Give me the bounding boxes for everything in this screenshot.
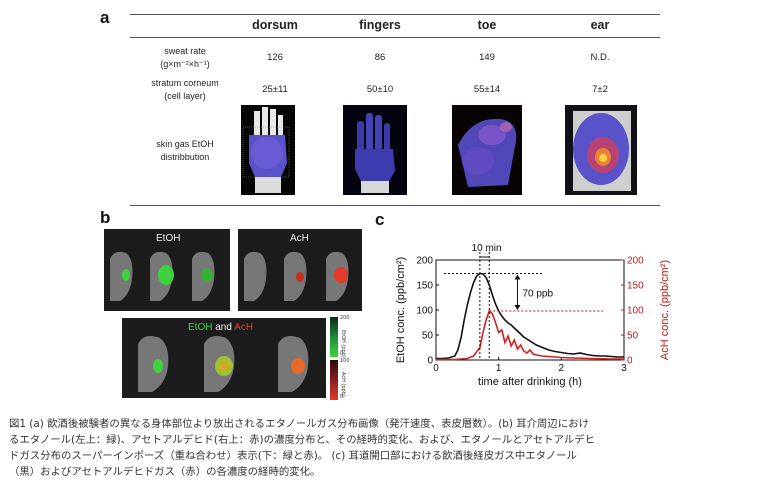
ach-colorbar-max: 100 [340, 358, 350, 364]
panel-b-letter: b [100, 208, 111, 227]
caption-line-1: 図1 (a) 飲酒後被験者の異なる身体部位より放出されるエタノールガス分布画像（… [9, 418, 589, 430]
cell-sweat-fingers: 86 [374, 52, 386, 63]
conc-gap-label: 70 ppb [522, 288, 553, 299]
dorsum-gas-image [241, 105, 295, 195]
y-left-tick-label: 200 [416, 256, 433, 267]
overlay-label-etoh: EtOH [188, 322, 213, 333]
x-axis-label: time after drinking (h) [478, 376, 582, 388]
etoh-panel-label: EtOH [156, 233, 181, 244]
figure-caption: 図1 (a) 飲酒後被験者の異なる身体部位より放出されるエタノールガス分布画像（… [9, 416, 757, 480]
panel-a-letter: a [100, 8, 110, 27]
y-left-axis-label: EtOH conc. (ppb/cm²) [395, 257, 407, 363]
ear-illustration [565, 105, 637, 195]
row-header-line: skin gas EtOH [156, 139, 214, 149]
etoh-ear-sequence [110, 251, 215, 301]
chart-annotations: 10 min 70 ppb [444, 243, 604, 360]
cell-sc-toe: 55±14 [473, 84, 501, 95]
caption-line-2: るエタノール(左上：緑)、アセトアルデヒド(右上：赤)の濃度分布と、その経時的変… [9, 434, 596, 446]
etoh-series-line [436, 272, 624, 360]
etoh-colorbar-max: 200 [340, 315, 350, 321]
x-tick-label: 1 [496, 363, 502, 374]
y-right-axis-label: AcH conc. (ppb/cm²) [659, 260, 671, 360]
y-left-tick-label: 0 [427, 356, 433, 367]
etoh-colorbar [330, 317, 338, 357]
column-header-toe: toe [477, 18, 497, 32]
cell-sweat-dorsum: 126 [267, 52, 283, 63]
y-left-tick-label: 150 [416, 281, 433, 292]
overlay-panel-label: EtOH and AcH [188, 322, 253, 333]
y-left-tick-label: 50 [422, 331, 434, 342]
y-right-tick-label: 200 [627, 256, 644, 267]
overlay-label-and: and [212, 322, 235, 333]
ear-etoh-panel: EtOH [104, 229, 230, 311]
etoh-colorbar-min: 0 [340, 351, 344, 357]
y-right-tick-label: 100 [627, 306, 644, 317]
plot-frame [435, 259, 625, 361]
conc-gap-arrowhead-top [514, 274, 521, 280]
column-header-ear: ear [590, 18, 610, 32]
row-header-line: distribbution [160, 152, 210, 162]
ach-colorbar-min: 0 [340, 394, 344, 400]
table-top-rule [130, 14, 660, 15]
panel-c-letter: c [375, 210, 385, 229]
chart-series [436, 272, 624, 361]
row-header-line: (cell layer) [164, 91, 206, 101]
ear-overlay-panel: EtOH and AcH [122, 318, 326, 398]
x-tick-label: 3 [621, 363, 627, 374]
overlay-ear-sequence [138, 336, 309, 392]
overlay-label-ach: AcH [234, 322, 254, 333]
x-tick-label: 2 [559, 363, 565, 374]
cell-sc-fingers: 50±10 [366, 84, 394, 95]
row-header-stratum-corneum: stratum corneum (cell layer) [125, 77, 245, 103]
ach-ear-sequence [244, 251, 349, 301]
table-header-rule [130, 37, 660, 38]
ear-gas-image [565, 105, 637, 195]
row-header-sweat-rate: sweat rate (g×m⁻²×h⁻¹) [125, 45, 245, 71]
caption-line-3: ドガス分布のスーパーインポーズ（重ね合わせ）表示(下：緑と赤)。 (c) 耳道開… [9, 450, 577, 462]
row-header-line: sweat rate [164, 46, 206, 56]
column-header-dorsum: dorsum [252, 18, 298, 32]
caption-line-4: （黒）およびアセトアルデヒドガス（赤）の各濃度の経時的変化。 [9, 466, 321, 478]
y-right-tick-label: 0 [627, 356, 633, 367]
table-bottom-rule [130, 205, 660, 206]
cell-sc-dorsum: 25±11 [262, 84, 288, 95]
cell-sc-ear: 7±2 [592, 84, 608, 95]
hand-dorsum-illustration [242, 107, 290, 193]
toe-gas-image [452, 105, 522, 195]
cell-sweat-toe: 149 [479, 52, 495, 63]
foot-toe-illustration [452, 105, 522, 195]
y-right-tick-label: 50 [627, 331, 639, 342]
ach-colorbar [330, 360, 338, 400]
time-gap-label: 10 min [472, 243, 502, 254]
row-header-skin-gas: skin gas EtOH distribbution [125, 138, 245, 164]
y-left-tick-label: 100 [416, 306, 433, 317]
ach-panel-label: AcH [290, 233, 309, 244]
x-tick-label: 0 [433, 363, 439, 374]
fingers-gas-image [343, 105, 407, 195]
hand-fingers-illustration [343, 105, 407, 195]
ach-colorbar-unit: AcH (ppb) [340, 372, 346, 397]
ear-ach-panel: AcH [238, 229, 362, 311]
y-right-tick-label: 150 [627, 281, 644, 292]
row-header-line: stratum corneum [151, 78, 219, 88]
conc-gap-arrowhead-bottom [514, 305, 521, 310]
ach-series-line [436, 309, 624, 361]
column-header-fingers: fingers [359, 18, 401, 32]
etoh-colorbar-unit: EtOH (ppb) [340, 330, 346, 358]
row-header-line: (g×m⁻²×h⁻¹) [160, 59, 210, 69]
cell-sweat-ear: N.D. [590, 52, 610, 63]
